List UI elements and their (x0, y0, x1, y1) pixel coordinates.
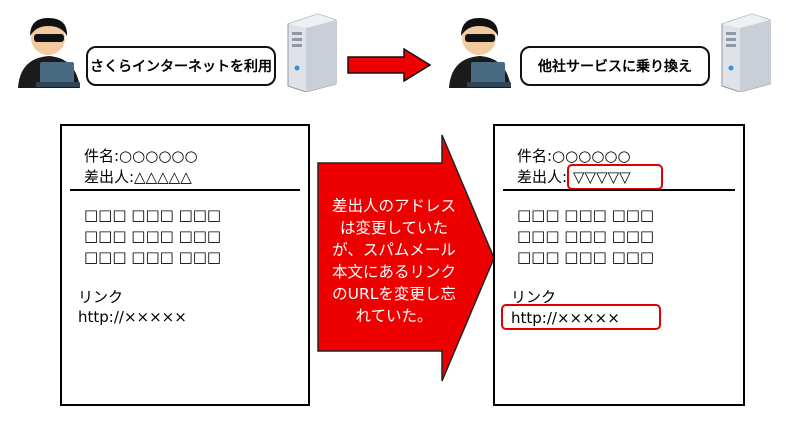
explanation-line: は変更していた (339, 219, 449, 237)
right-email: 件名:○○○○○○ 差出人: ▽▽▽▽▽ □□□ □□□ □□□ □□□ □□□… (493, 124, 745, 406)
server-icon (287, 13, 337, 92)
link-label: リンク (78, 288, 124, 306)
email-subject: 件名:○○○○○○ (517, 147, 631, 165)
explanation-line: が、スパムメール (332, 241, 456, 259)
explanation-line: 差出人のアドレス (331, 197, 456, 215)
right-scene-label: 他社サービスに乗り換え (520, 46, 710, 86)
header-divider (503, 189, 735, 191)
email-sender-label: 差出人: (517, 168, 568, 186)
body-line: □□□ □□□ □□□ (517, 227, 655, 245)
hacker-icon (18, 18, 80, 88)
hacker-icon (449, 18, 511, 88)
email-sender: 差出人:△△△△△ (84, 168, 192, 186)
explanation-line: れていた。 (355, 307, 433, 325)
left-email: 件名:○○○○○○ 差出人:△△△△△ □□□ □□□ □□□ □□□ □□□ … (60, 124, 310, 406)
body-line: □□□ □□□ □□□ (84, 248, 222, 266)
body-line: □□□ □□□ □□□ (84, 227, 222, 245)
explanation-line: 本文にあるリンク (331, 263, 456, 281)
explanation-text: 差出人のアドレス は変更していた が、スパムメール 本文にあるリンク のURLを… (318, 195, 470, 327)
email-subject: 件名:○○○○○○ (84, 147, 198, 165)
body-line: □□□ □□□ □□□ (84, 206, 222, 224)
left-scene-label: さくらインターネットを利用 (86, 46, 276, 86)
sender-highlight (567, 164, 663, 190)
explanation-arrow (317, 134, 495, 382)
email-sender-value: ▽▽▽▽▽ (573, 168, 631, 186)
header-divider (70, 189, 300, 191)
body-line: □□□ □□□ □□□ (517, 248, 655, 266)
switch-arrow (347, 48, 432, 82)
server-icon (721, 13, 771, 92)
link-url: http://××××× (511, 309, 620, 327)
body-line: □□□ □□□ □□□ (517, 206, 655, 224)
link-label: リンク (511, 288, 557, 306)
link-url: http://××××× (78, 308, 187, 326)
link-highlight (501, 304, 661, 330)
explanation-line: のURLを変更し忘 (332, 285, 456, 303)
